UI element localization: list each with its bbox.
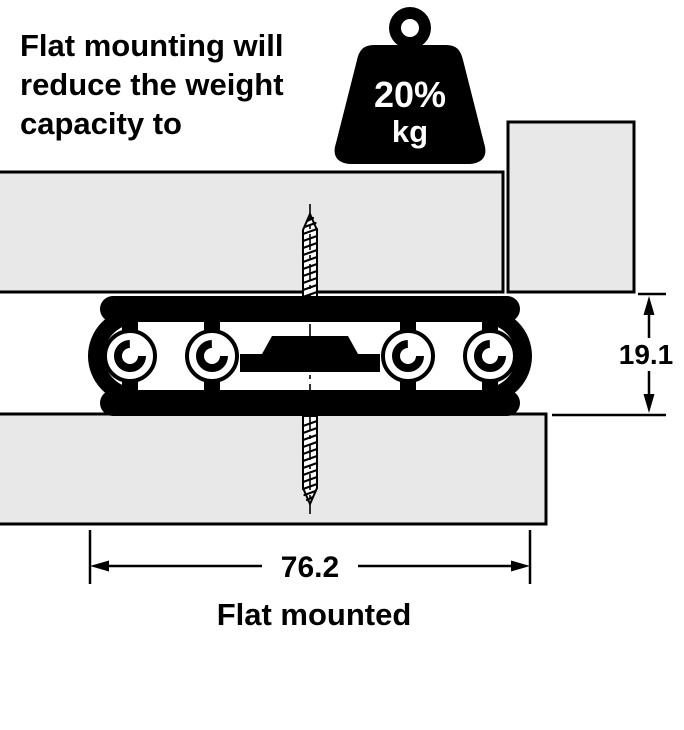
slide-bottom-rail <box>100 390 520 416</box>
arrow-left-icon <box>90 560 109 572</box>
header-line-1: Flat mounting will <box>20 28 283 63</box>
weight-unit-label: kg <box>392 114 428 149</box>
dimension-width: 76.2 <box>88 530 532 584</box>
bottom-panel <box>0 412 548 526</box>
ball-bearings <box>103 329 517 383</box>
weight-icon: 20% kg <box>334 7 486 164</box>
bearing-1 <box>103 329 157 383</box>
arrow-right-icon <box>511 560 530 572</box>
header-line-2: reduce the weight <box>20 67 284 102</box>
dimension-height: 19.1 <box>552 292 674 417</box>
height-dimension-label: 19.1 <box>619 339 674 370</box>
bearing-3 <box>381 329 435 383</box>
weight-body <box>334 45 486 164</box>
top-panel <box>0 170 505 294</box>
weight-percent-label: 20% <box>374 74 446 115</box>
width-dimension-label: 76.2 <box>281 551 339 584</box>
right-panel <box>506 120 636 294</box>
arrow-down-icon <box>643 394 655 413</box>
bearing-4 <box>463 329 517 383</box>
bearing-2 <box>185 329 239 383</box>
weight-handle-hole <box>401 19 419 37</box>
header-line-3: capacity to <box>20 106 182 141</box>
arrow-up-icon <box>643 296 655 315</box>
diagram-caption: Flat mounted <box>217 597 412 632</box>
header-text: Flat mounting will reduce the weight cap… <box>20 28 284 141</box>
